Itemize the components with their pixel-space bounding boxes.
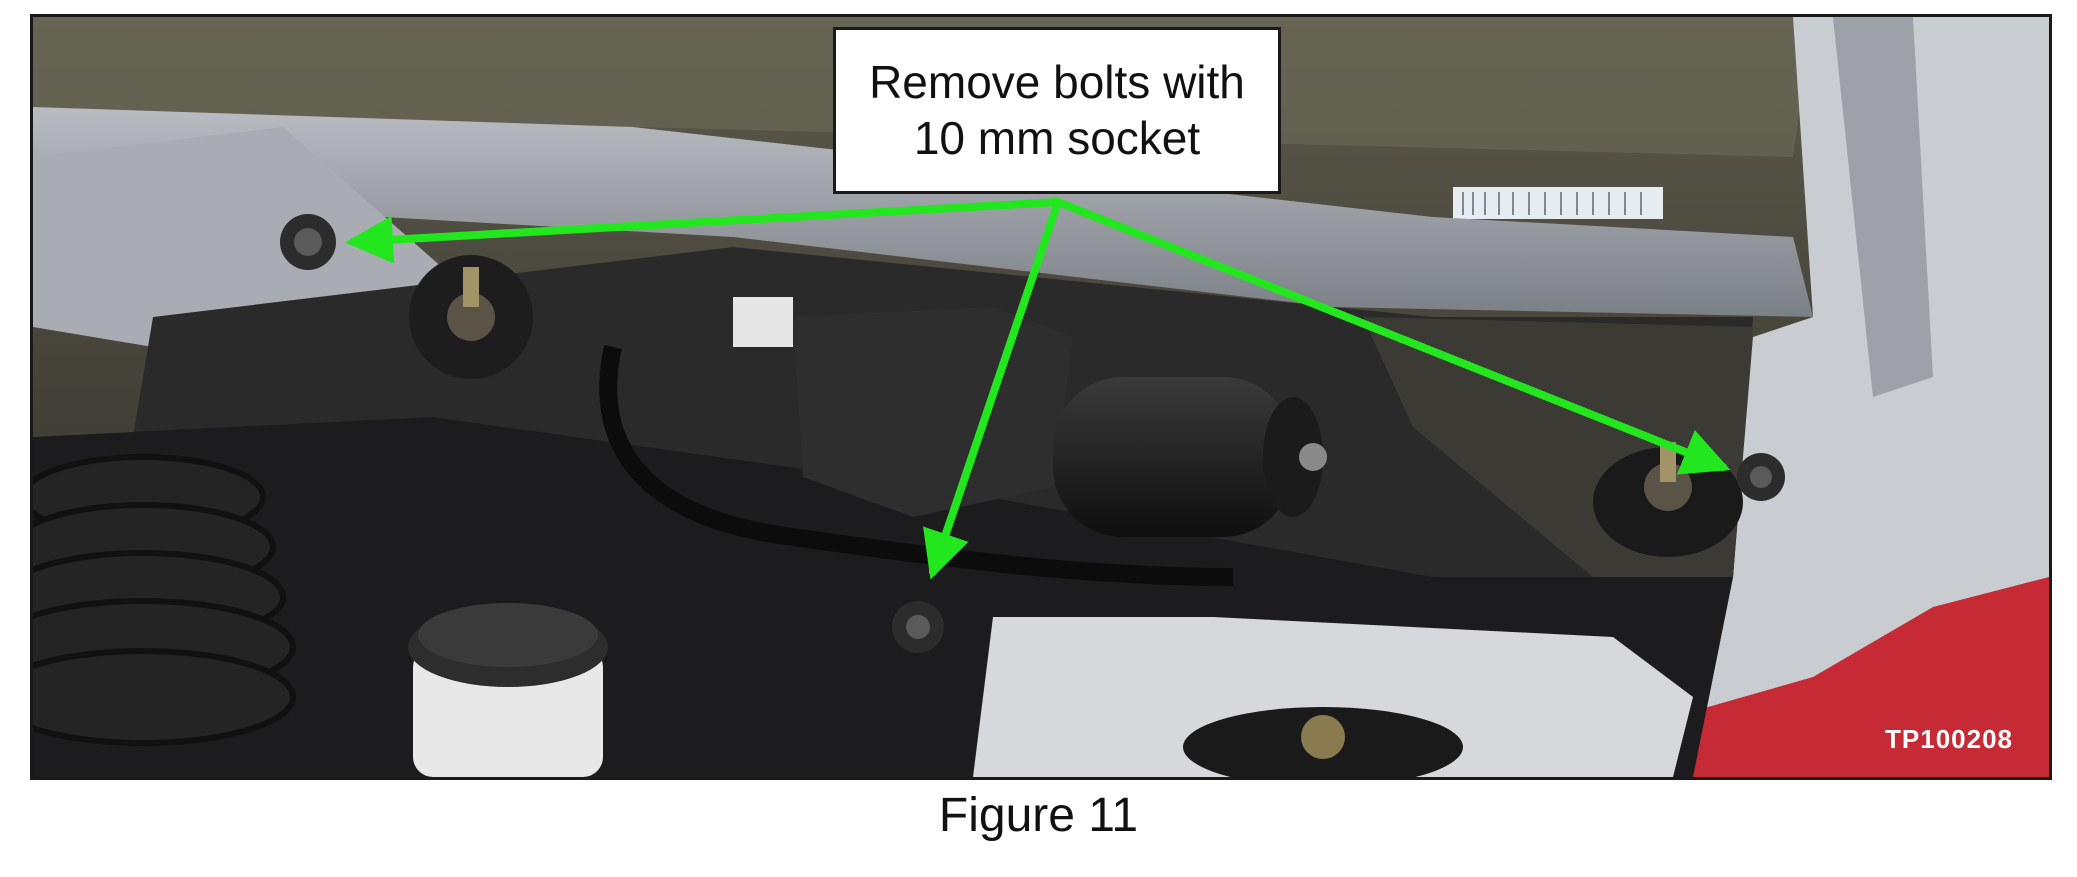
figure-caption: Figure 11 [938,789,1139,842]
callout-box: Remove bolts with 10 mm socket [833,27,1281,194]
photo-id-label: TP100208 [1885,724,2013,754]
arrow-to-left-bolt [345,198,1062,264]
arrow-to-center-bolt [923,198,1062,580]
windshield-sticker [1453,187,1663,219]
bolt-center [892,601,944,653]
red-cloth [1613,577,2049,777]
callout-line-2: 10 mm socket [913,111,1201,164]
callout-line-1: Remove bolts with [869,56,1245,109]
bolt-left [280,214,336,270]
strut-tower [973,617,1693,777]
intake-hose [33,454,296,746]
arrow-to-right-bolt [1054,198,1731,475]
stud-right [1593,442,1743,557]
stud-left [409,255,533,379]
callout-arrows [345,198,1731,580]
bolt-right [1737,453,1785,501]
fender [1693,17,2049,777]
